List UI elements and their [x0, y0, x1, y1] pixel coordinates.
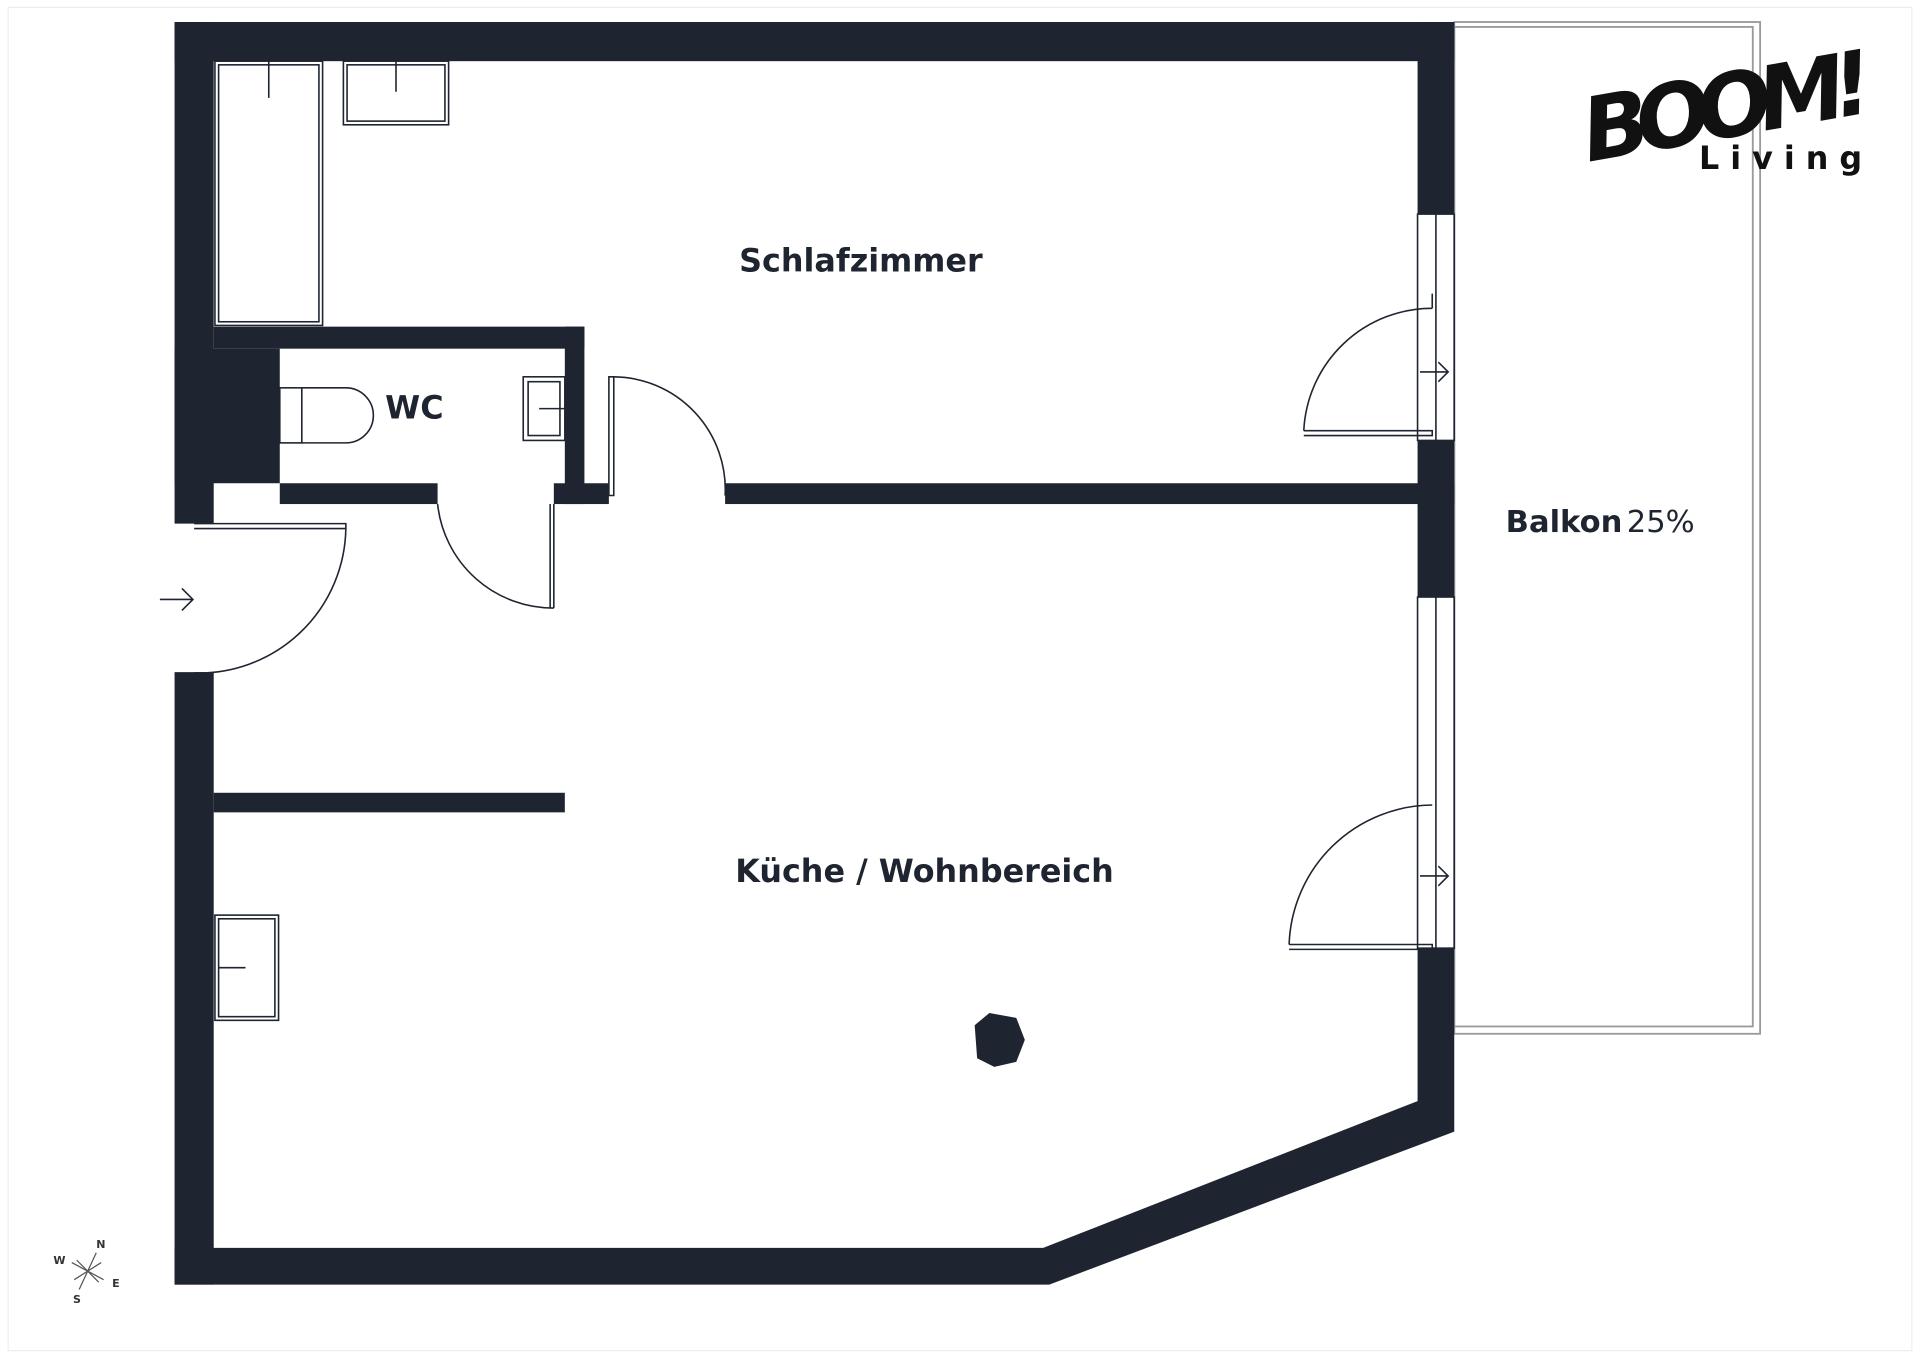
compass-e: E	[112, 1277, 120, 1290]
balcony-share: 25%	[1627, 505, 1695, 540]
compass-n: N	[96, 1238, 105, 1251]
doors	[174, 293, 1434, 951]
page-frame	[7, 6, 1913, 1352]
walls	[174, 22, 1455, 1285]
compass-s: S	[73, 1293, 81, 1306]
furniture	[214, 60, 566, 1022]
window-frames	[1416, 213, 1456, 949]
room-label-kitchen-living: Küche / Wohnbereich	[735, 853, 1114, 890]
compass-w: W	[53, 1254, 65, 1267]
entry-arrows	[159, 361, 1450, 887]
room-label-balcony: Balkon	[1506, 505, 1623, 540]
room-label-bedroom: Schlafzimmer	[739, 243, 983, 280]
compass-icon: N W E S	[53, 1238, 119, 1306]
room-label-wc: WC	[385, 389, 443, 426]
logo-sub: Living	[1699, 140, 1873, 177]
